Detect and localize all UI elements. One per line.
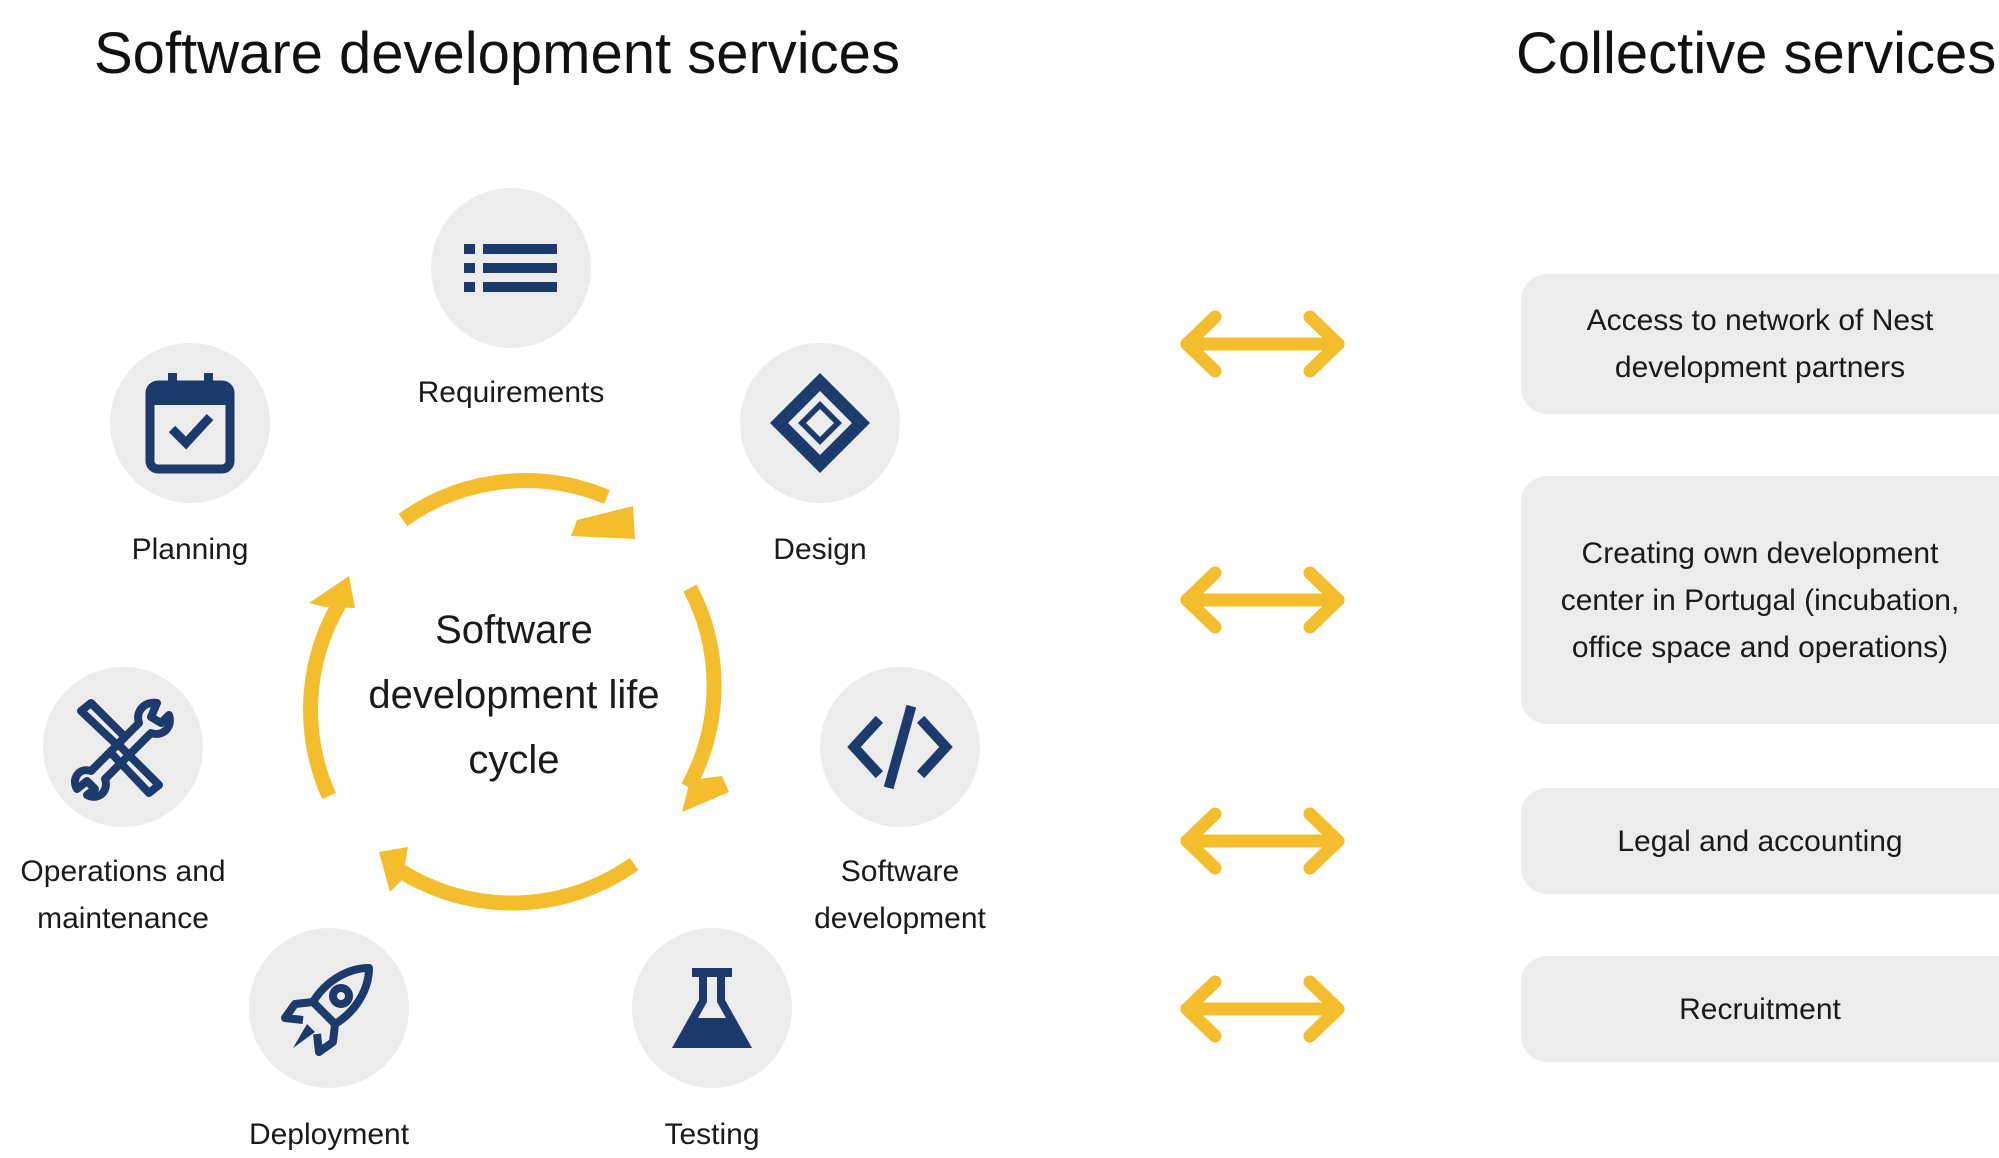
cycle-arrowhead-left [309, 576, 355, 608]
rocket-icon [281, 964, 373, 1056]
service-box-dev-center: Creating own development center in Portu… [1521, 476, 1999, 724]
design-circle [740, 343, 900, 503]
testing-circle [632, 928, 792, 1088]
tools-icon [70, 698, 174, 801]
software-development-label: Software development [814, 855, 986, 935]
flask-icon [672, 968, 752, 1048]
cycle-arrowhead-bottom [379, 847, 408, 892]
cycle-arrow-left [303, 597, 348, 800]
requirements-label: Requirements [417, 376, 605, 409]
diamond-icon [770, 373, 870, 473]
collective-services-title: Collective services [1516, 21, 1997, 86]
software-development-circle [820, 667, 980, 827]
design-label: Design [773, 533, 867, 566]
code-icon [847, 704, 953, 790]
planning-circle [110, 343, 270, 503]
cycle-arrow-bottom [394, 857, 639, 911]
cycle-arrowhead-right [682, 776, 729, 812]
requirements-circle [431, 188, 591, 348]
service-legal-text: Legal and accounting [1617, 824, 1903, 858]
service-box-recruitment: Recruitment [1521, 956, 1999, 1062]
cycle-center-label: Software development life cycle [368, 608, 660, 782]
calendar-check-icon [145, 373, 235, 474]
double-arrow-4 [1180, 975, 1345, 1043]
cycle-arrow-top [398, 473, 610, 527]
service-network-text: Access to network of Nest development pa… [1586, 304, 1934, 384]
double-arrow-3 [1180, 807, 1345, 875]
service-recruitment-text: Recruitment [1679, 992, 1841, 1026]
double-arrow-2 [1180, 566, 1345, 634]
planning-label: Planning [131, 533, 249, 566]
list-icon [464, 244, 557, 292]
service-box-legal: Legal and accounting [1521, 788, 1999, 894]
operations-label: Operations and maintenance [20, 855, 226, 935]
service-dev-center-text: Creating own development center in Portu… [1560, 536, 1960, 664]
deployment-circle [249, 928, 409, 1088]
service-box-network: Access to network of Nest development pa… [1521, 274, 1999, 414]
deployment-label: Deployment [248, 1118, 410, 1151]
cycle-arrowhead-top [571, 506, 635, 539]
software-services-title: Software development services [94, 21, 900, 86]
double-arrow-1 [1180, 310, 1345, 378]
testing-label: Testing [664, 1118, 760, 1151]
cycle-arrow-right [681, 584, 722, 791]
operations-circle [43, 667, 203, 827]
